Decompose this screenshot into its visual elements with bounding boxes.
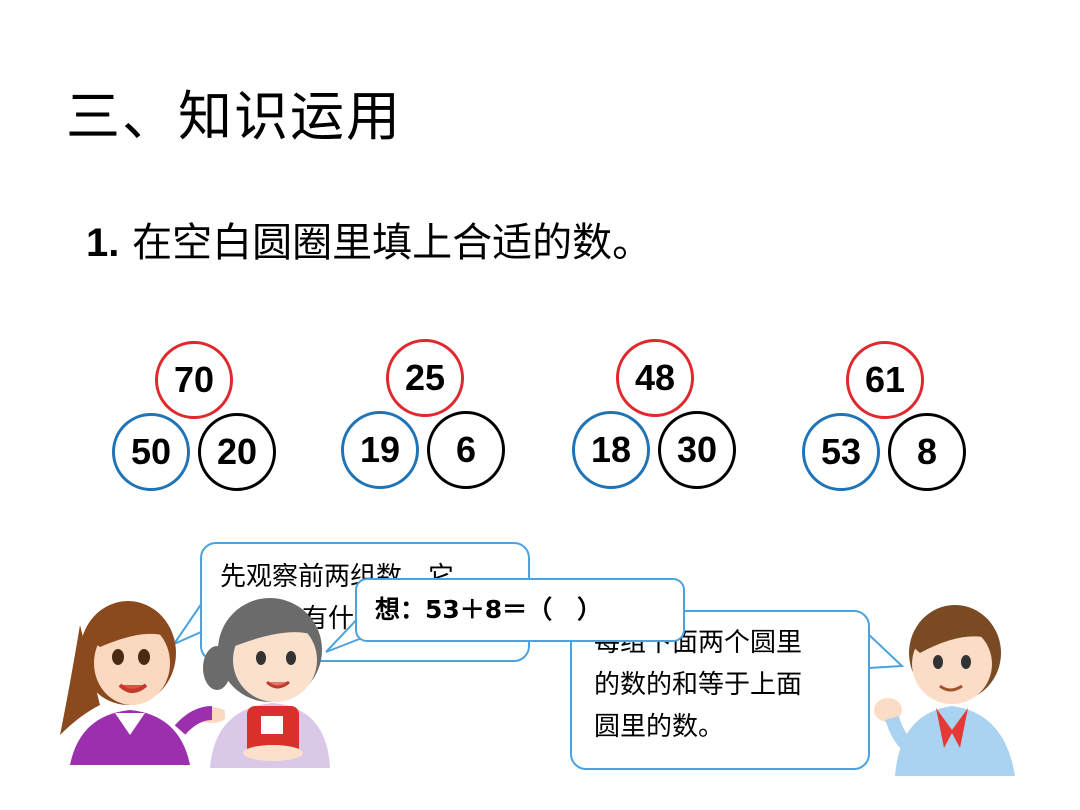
question: 1. 在空白圆圈里填上合适的数。 <box>86 210 652 268</box>
teacher-illustration <box>60 601 225 765</box>
group2-right-circle: 6 <box>427 411 505 489</box>
question-text: 在空白圆圈里填上合适的数。 <box>132 220 653 266</box>
section-title: 三、知识运用 <box>66 85 402 148</box>
group2-left-circle: 19 <box>341 411 419 489</box>
boy-illustration <box>874 605 1015 776</box>
group3-top-circle: 48 <box>616 339 694 417</box>
group1-left-circle: 50 <box>112 413 190 491</box>
boy-bubble-line3: 圆里的数。 <box>594 712 725 742</box>
group3-right-circle: 30 <box>658 411 736 489</box>
boy-bubble-tail <box>865 631 905 669</box>
girl-speech-bubble: 想：53＋8＝（ ） <box>355 578 685 642</box>
girl-bubble-text: 想：53＋8＝（ ） <box>375 595 603 624</box>
girl-illustration <box>203 598 330 768</box>
girl-bubble-tail <box>325 613 363 653</box>
boy-bubble-line2: 的数的和等于上面 <box>594 670 803 700</box>
group4-right-circle: 8 <box>888 413 966 491</box>
group1-top-circle: 70 <box>155 341 233 419</box>
group3-left-circle: 18 <box>572 411 650 489</box>
group4-left-circle: 53 <box>802 413 880 491</box>
group2-top-circle: 25 <box>386 339 464 417</box>
group1-right-circle: 20 <box>198 413 276 491</box>
question-number: 1. <box>86 221 120 265</box>
group4-top-circle: 61 <box>846 341 924 419</box>
